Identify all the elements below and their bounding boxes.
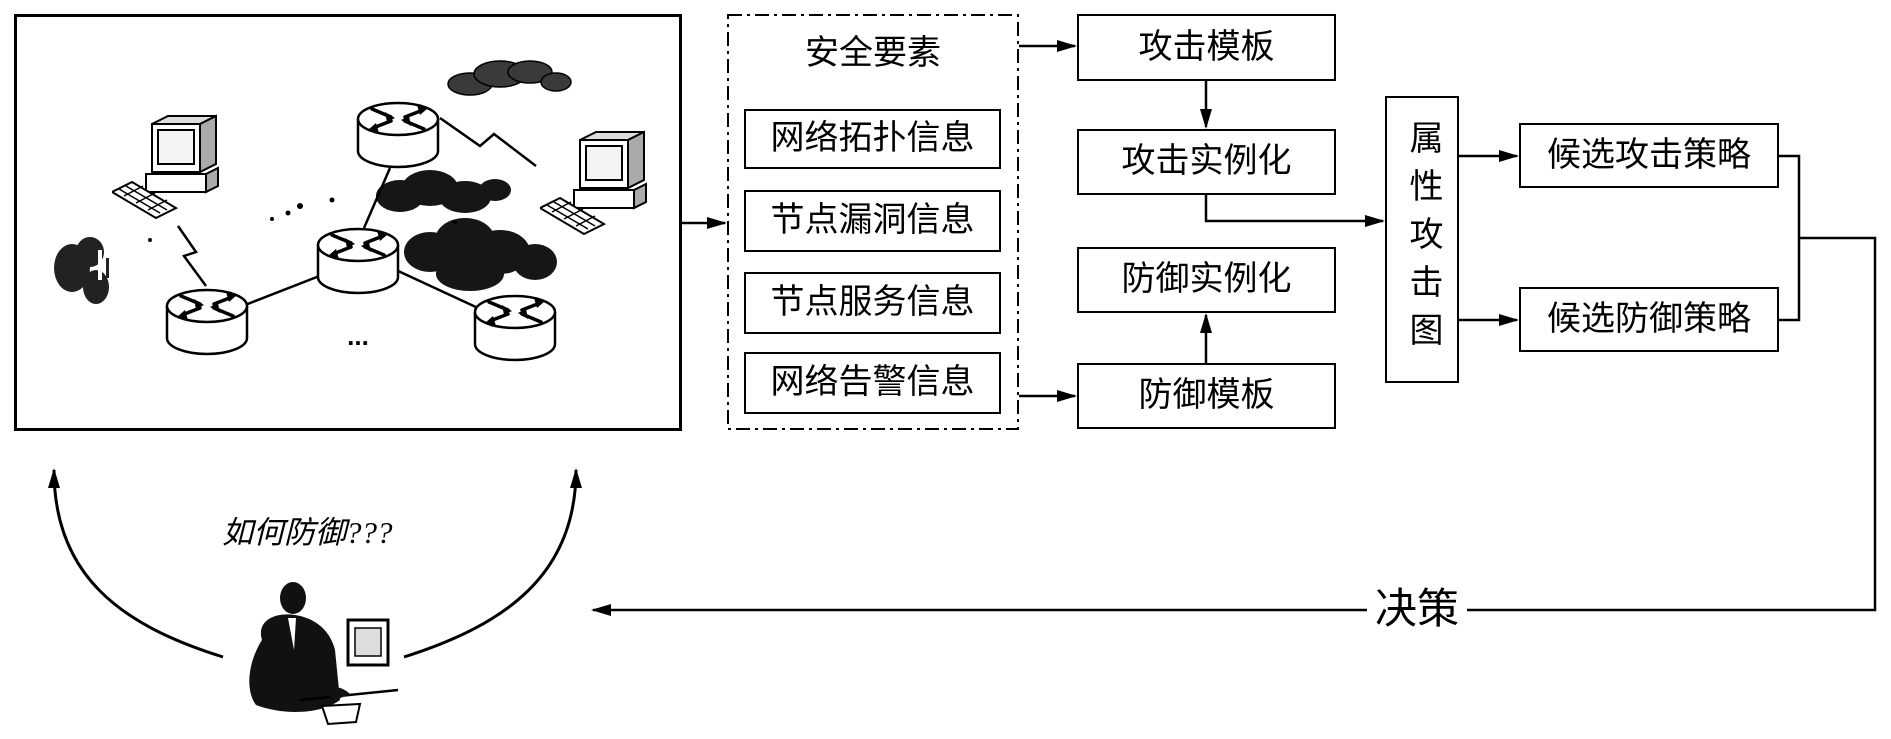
network-topology-info-box: 网络拓扑信息 (744, 109, 1001, 169)
cloud-icon (376, 170, 557, 291)
network-alert-info-box: 网络告警信息 (744, 352, 1001, 414)
flow-arrows (591, 40, 1877, 616)
administrator-icon (249, 582, 399, 726)
how-to-defend-question: 如何防御??? (222, 514, 393, 550)
attribute-attack-graph-box: 属性攻击图 (1385, 96, 1459, 383)
node-vulnerability-info-box: 节点漏洞信息 (744, 190, 1001, 252)
network-ellipsis: ... (347, 321, 369, 351)
attribute-attack-graph-label: 属性攻击图 (1404, 119, 1441, 360)
scatter-dots (148, 197, 457, 242)
security-elements-title: 安全要素 (805, 35, 941, 72)
router-icon (316, 227, 400, 295)
router-icon (473, 294, 557, 362)
lightning-link-icon (176, 225, 208, 287)
router-icon (356, 101, 440, 169)
network-links (244, 167, 479, 310)
feedback-arrows (48, 468, 582, 659)
cloud-icon (447, 60, 572, 96)
decision-label: 决策 (1367, 586, 1467, 634)
candidate-defense-strategy-box: 候选防御策略 (1519, 287, 1779, 352)
attack-template-box: 攻击模板 (1077, 14, 1336, 81)
attack-instantiation-box: 攻击实例化 (1077, 129, 1336, 195)
lightning-link-icon (439, 116, 537, 167)
router-icon (165, 288, 249, 356)
defense-instantiation-box: 防御实例化 (1077, 247, 1336, 313)
cloud-icon (54, 237, 109, 304)
security-elements-frame (727, 14, 1019, 430)
node-service-info-box: 节点服务信息 (744, 272, 1001, 334)
defense-template-box: 防御模板 (1077, 363, 1336, 429)
candidate-attack-strategy-box: 候选攻击策略 (1519, 123, 1779, 188)
